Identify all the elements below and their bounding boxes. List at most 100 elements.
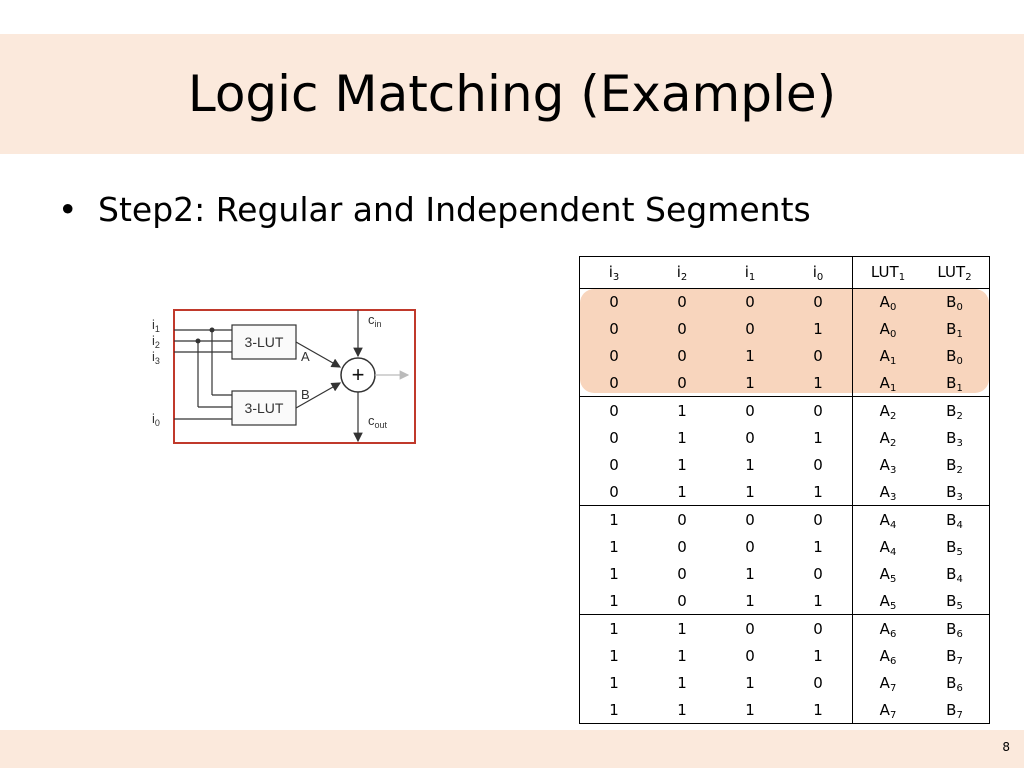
cell-i1: 0	[745, 402, 755, 420]
cell-i0: 0	[813, 347, 823, 365]
title-band	[0, 34, 1024, 154]
cell-lut1: A0	[879, 320, 897, 340]
cell-i2: 0	[677, 592, 687, 610]
cell-lut1: A1	[879, 374, 897, 394]
cell-i2: 0	[677, 347, 687, 365]
cell-lut1: A7	[879, 701, 897, 721]
cell-i0: 1	[813, 647, 823, 665]
cell-i0: 1	[813, 374, 823, 392]
header-i2: i2	[676, 263, 688, 283]
lut-top-box	[231, 324, 297, 360]
cell-lut1: A3	[879, 456, 897, 476]
bullet-dot-icon: •	[58, 190, 78, 229]
diagram-svg: i1 i2 i3 i0 3-LUT 3-LUT A B + cin cout	[152, 309, 416, 444]
cell-i0: 1	[813, 538, 823, 556]
cell-i1: 0	[745, 620, 755, 638]
cell-i3: 0	[609, 429, 619, 447]
cell-i0: 0	[813, 511, 823, 529]
cell-lut1: A0	[879, 293, 897, 313]
cell-i0: 1	[813, 320, 823, 338]
cell-i2: 0	[677, 293, 687, 311]
cell-i0: 0	[813, 674, 823, 692]
cell-i1: 0	[745, 538, 755, 556]
cell-lut1: A1	[879, 347, 897, 367]
cell-i3: 1	[609, 620, 619, 638]
cell-i1: 1	[745, 592, 755, 610]
group-divider-2	[580, 505, 989, 506]
highlight-rows-0-3	[580, 289, 989, 393]
cell-i0: 0	[813, 565, 823, 583]
cell-i3: 1	[609, 701, 619, 719]
cell-lut2: B3	[946, 483, 963, 503]
cell-i1: 1	[745, 674, 755, 692]
cell-lut2: B1	[946, 374, 963, 394]
cell-i1: 1	[745, 483, 755, 501]
cell-i2: 0	[677, 511, 687, 529]
header-divider	[580, 288, 989, 289]
cell-i1: 0	[745, 320, 755, 338]
cell-i2: 0	[677, 565, 687, 583]
cell-lut1: A7	[879, 674, 897, 694]
carry-out-label: cout	[368, 413, 388, 430]
cell-i3: 0	[609, 483, 619, 501]
cell-lut2: B6	[946, 674, 963, 694]
cell-i2: 1	[677, 674, 687, 692]
cell-i0: 1	[813, 429, 823, 447]
cell-i2: 1	[677, 483, 687, 501]
input-label-i0: i0	[152, 411, 160, 428]
cell-lut2: B0	[946, 293, 963, 313]
cell-i3: 1	[609, 647, 619, 665]
cell-lut1: A4	[879, 511, 897, 531]
group-divider-1	[580, 396, 989, 397]
slide-title: Logic Matching (Example)	[187, 65, 837, 123]
cell-lut1: A4	[879, 538, 897, 558]
lut-bottom-label: 3-LUT	[245, 400, 284, 416]
input-label-i2: i2	[152, 333, 160, 350]
cell-i1: 0	[745, 429, 755, 447]
cell-lut2: B2	[946, 456, 963, 476]
page-number: 8	[1002, 740, 1010, 754]
diagram-border	[173, 309, 416, 444]
cell-lut2: B4	[946, 511, 963, 531]
cell-lut2: B7	[946, 701, 963, 721]
output-label-b: B	[301, 387, 310, 402]
cell-i2: 1	[677, 456, 687, 474]
cell-lut1: A5	[879, 592, 897, 612]
lut-adder-diagram: i1 i2 i3 i0 3-LUT 3-LUT A B + cin cout	[146, 305, 426, 450]
cell-i3: 0	[609, 456, 619, 474]
cell-lut2: B1	[946, 320, 963, 340]
carry-in-label: cin	[368, 312, 382, 329]
cell-i0: 0	[813, 293, 823, 311]
header-i3: i3	[608, 263, 620, 283]
cell-lut2: B3	[946, 429, 963, 449]
cell-i0: 1	[813, 483, 823, 501]
cell-i2: 1	[677, 402, 687, 420]
cell-i1: 0	[745, 647, 755, 665]
cell-lut2: B0	[946, 347, 963, 367]
cell-i1: 1	[745, 374, 755, 392]
column-divider	[852, 257, 853, 723]
cell-i3: 0	[609, 347, 619, 365]
cell-lut1: A3	[879, 483, 897, 503]
footer-band	[0, 730, 1024, 768]
bullet-item: •Step2: Regular and Independent Segments	[58, 190, 811, 229]
cell-lut2: B4	[946, 565, 963, 585]
cell-i0: 0	[813, 620, 823, 638]
cell-i2: 1	[677, 647, 687, 665]
cell-i3: 1	[609, 565, 619, 583]
header-lut1: LUT1	[870, 263, 906, 283]
table-header-row: i3 i2 i1 i0 LUT1 LUT2	[580, 259, 989, 286]
cell-i3: 0	[609, 374, 619, 392]
